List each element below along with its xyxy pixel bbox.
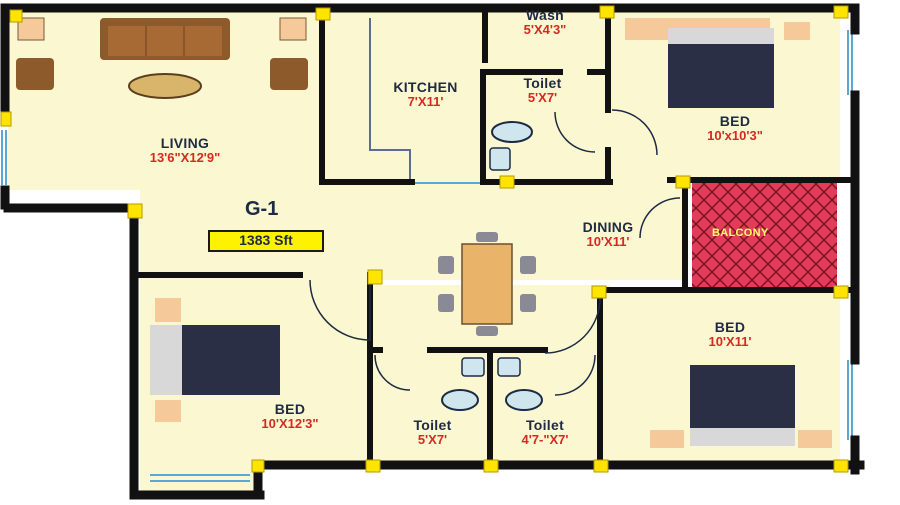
room-dimension: 4'7-"X7' bbox=[521, 432, 569, 448]
room-name: Toilet bbox=[413, 417, 452, 433]
room-bed-top: BED 10'x10'3" bbox=[680, 113, 790, 144]
room-balcony: BALCONY bbox=[712, 227, 769, 239]
room-name: Toilet bbox=[525, 417, 565, 433]
room-toilet-top: Toilet 5'X7' bbox=[500, 75, 585, 106]
room-living: LIVING 13'6"X12'9" bbox=[125, 135, 245, 166]
room-name: KITCHEN bbox=[393, 79, 458, 95]
columns bbox=[0, 5, 849, 473]
room-dining: DINING 10'X11' bbox=[558, 219, 658, 250]
unit-name: G-1 bbox=[245, 198, 279, 220]
balcony-floor bbox=[692, 183, 837, 287]
bed-icon bbox=[650, 365, 832, 448]
room-name: DINING bbox=[582, 219, 634, 235]
room-name: Toilet bbox=[523, 75, 562, 91]
bed-icon bbox=[625, 18, 810, 108]
room-kitchen: KITCHEN 7'X11' bbox=[368, 79, 483, 110]
door-swings bbox=[309, 109, 681, 396]
sofa-icon bbox=[100, 18, 230, 60]
room-toilet-mid: Toilet 5'X7' bbox=[385, 417, 480, 448]
windows bbox=[1, 30, 853, 482]
room-name: BED bbox=[714, 319, 746, 335]
room-toilet-right: Toilet 4'7-"X7' bbox=[495, 417, 595, 448]
room-dimension: 10'x10'3" bbox=[707, 128, 763, 144]
room-name: BED bbox=[719, 113, 751, 129]
coffee-table-icon bbox=[128, 73, 202, 99]
room-dimension: 5'X7' bbox=[527, 90, 558, 106]
room-dimension: 5'X4'3" bbox=[523, 22, 567, 38]
walls-thin bbox=[137, 7, 858, 468]
room-dimension: 10'X12'3" bbox=[261, 416, 319, 432]
room-bed-right: BED 10'X11' bbox=[670, 319, 790, 350]
room-dimension: 5'X7' bbox=[417, 432, 448, 448]
room-dimension: 13'6"X12'9" bbox=[149, 150, 221, 166]
kitchen-counter bbox=[369, 18, 411, 182]
toilet-icon bbox=[441, 121, 543, 411]
room-dimension: 10'X11' bbox=[586, 234, 630, 250]
room-wash: Wash 5'X4'3" bbox=[490, 7, 600, 38]
armchair-icon bbox=[16, 58, 54, 90]
room-name: LIVING bbox=[160, 135, 210, 151]
room-name: Wash bbox=[525, 7, 565, 23]
dining-table-icon bbox=[438, 232, 536, 336]
area-badge: 1383 Sft bbox=[208, 230, 324, 252]
room-name: BED bbox=[274, 401, 306, 417]
bed-icon bbox=[150, 298, 280, 422]
room-dimension: 7'X11' bbox=[407, 94, 444, 110]
walls bbox=[0, 3, 865, 500]
room-bed-left: BED 10'X12'3" bbox=[230, 401, 350, 432]
side-table-icon bbox=[17, 17, 45, 41]
room-dimension: 10'X11' bbox=[708, 334, 752, 350]
side-table-icon bbox=[279, 17, 307, 41]
armchair-icon bbox=[270, 58, 308, 90]
